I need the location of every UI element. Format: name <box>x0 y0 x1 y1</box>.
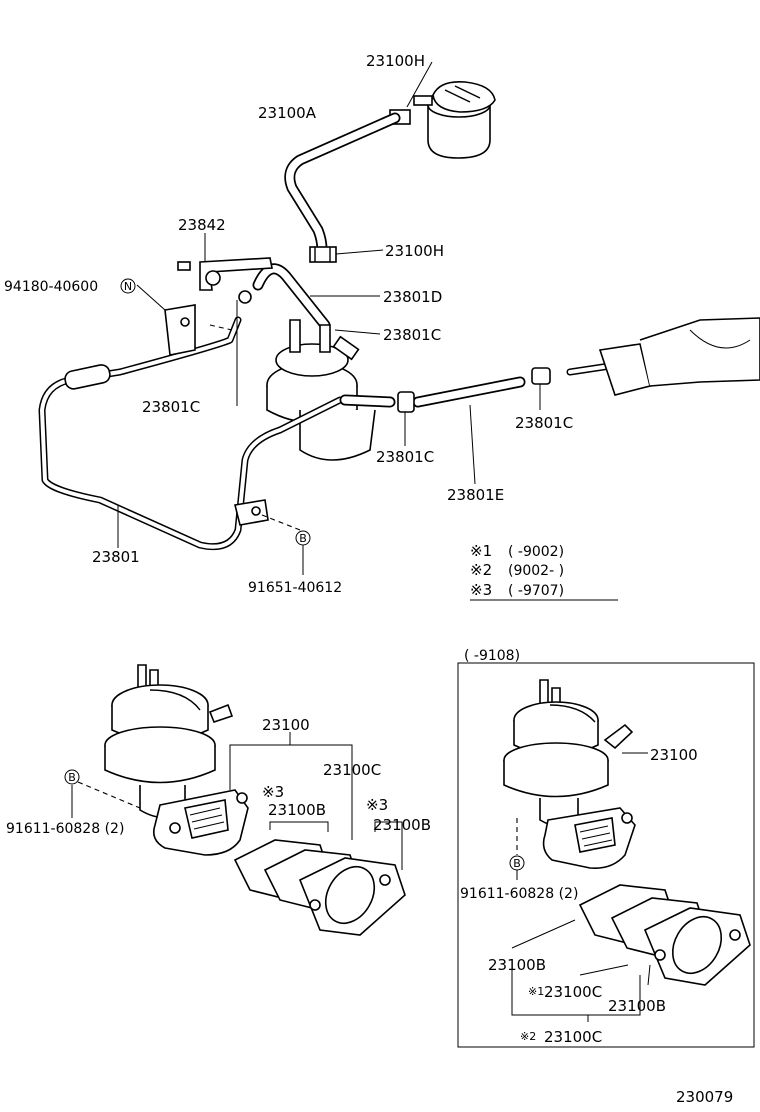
circle-b-left <box>64 769 80 785</box>
leader-23801e <box>469 404 476 485</box>
fuel-tank-pipe <box>566 317 760 396</box>
leader-23100b-right1 <box>511 919 576 949</box>
label-23100h-lower: 23100H <box>385 242 444 260</box>
pipe-23801 <box>38 304 344 551</box>
bracket-23842 <box>177 257 273 291</box>
label-23100-left: 23100 <box>262 716 310 734</box>
label-23100a: 23100A <box>258 104 317 122</box>
leader-94180-dash <box>209 324 233 331</box>
legend-range-2: (9002- ) <box>508 563 564 579</box>
legend-mark-3: ※3 <box>470 581 492 599</box>
hose-23801d <box>252 263 331 331</box>
mark2-small: ※2 <box>520 1030 536 1043</box>
label-94180: 94180-40600 <box>4 279 98 295</box>
label-23801c-mid: 23801C <box>376 448 434 466</box>
bracket-23100c-right <box>511 970 641 1022</box>
leader-23100c-right1 <box>579 964 629 976</box>
label-23100c-left: 23100C <box>323 761 381 779</box>
hose-23100a <box>284 112 401 256</box>
clip-23100h-lower <box>309 246 337 263</box>
circle-n-text: N <box>124 280 132 293</box>
bracket-23100-left <box>229 732 353 840</box>
fuel-pump-left <box>104 664 249 856</box>
leader-91651 <box>261 514 301 531</box>
legend-mark-1: ※1 <box>470 542 492 560</box>
fuel-filter <box>389 80 496 159</box>
circle-n <box>120 278 136 294</box>
label-23801c-left: 23801C <box>142 398 200 416</box>
clip-23801c-mid <box>397 391 415 413</box>
fuel-pump-assembly <box>266 319 376 461</box>
label-23842: 23842 <box>178 216 226 234</box>
label-23801c-right: 23801C <box>383 326 441 344</box>
label-91611-left: 91611-60828 (2) <box>6 821 124 837</box>
leader-23100b-right2 <box>647 964 651 986</box>
mark1-small: ※1 <box>528 985 544 998</box>
leader-94180 <box>136 284 166 311</box>
label-91651: 91651-40612 <box>248 580 342 596</box>
leader-23100h-lower <box>335 249 384 255</box>
gaskets-left <box>233 839 406 936</box>
label-23100b-right2: 23100B <box>608 997 666 1015</box>
figure-number: 230079 <box>676 1088 733 1106</box>
hose-23801e <box>339 376 526 408</box>
label-23100-right: 23100 <box>650 746 698 764</box>
label-23100b-right1: 23100B <box>488 956 546 974</box>
inset-frame <box>457 662 755 1048</box>
fuel-pump-right <box>503 679 636 870</box>
circle-b-right-text: B <box>513 857 521 870</box>
label-23100c-right1: 23100C <box>544 983 602 1001</box>
legend-range-1: ( -9002) <box>508 544 564 560</box>
label-23801c-far: 23801C <box>515 414 573 432</box>
legend-mark-2: ※2 <box>470 561 492 579</box>
label-91611-right: 91611-60828 (2) <box>460 886 578 902</box>
circle-b-top-text: B <box>299 532 307 545</box>
leader-23801c-right <box>334 329 381 335</box>
inset-range: ( -9108) <box>464 648 520 664</box>
clip-small-left <box>238 290 252 304</box>
label-23100c-right2: 23100C <box>544 1028 602 1046</box>
label-23100h-top: 23100H <box>366 52 425 70</box>
circle-b-left-text: B <box>68 771 76 784</box>
clip-23801c-far <box>531 367 551 385</box>
label-23100b-left2: 23100B <box>373 816 431 834</box>
leader-b-left <box>77 781 141 809</box>
legend: ※1 ( -9002) ※2 (9002- ) ※3 ( -9707) <box>470 542 618 601</box>
leader-23100h-top <box>406 61 433 108</box>
legend-range-3: ( -9707) <box>508 583 564 599</box>
mark3-b: ※3 <box>366 796 388 814</box>
bracket-23100b-left <box>269 821 403 870</box>
label-23801e: 23801E <box>447 486 504 504</box>
mark3-a: ※3 <box>262 783 284 801</box>
label-23801: 23801 <box>92 548 140 566</box>
label-23100b-left1: 23100B <box>268 801 326 819</box>
gaskets-right <box>578 884 751 986</box>
label-23801d: 23801D <box>383 288 442 306</box>
